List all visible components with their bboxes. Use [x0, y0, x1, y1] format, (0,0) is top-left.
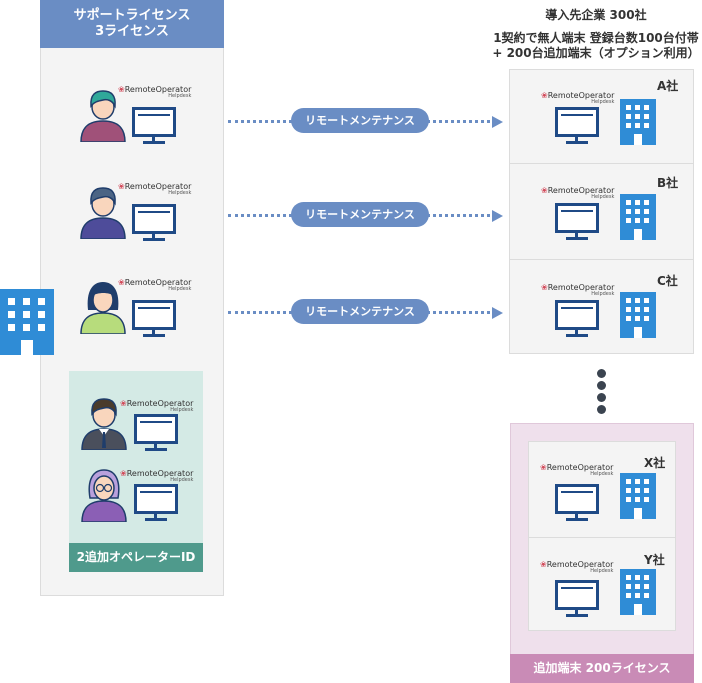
- client-building-icon: [620, 292, 656, 342]
- support-building-icon: [0, 289, 54, 359]
- monitor-icon: [134, 414, 178, 451]
- logo-swirl-icon: ❀: [540, 463, 547, 472]
- support-title: サポートライセンス: [73, 8, 191, 23]
- monitor-icon: [132, 107, 176, 144]
- client-building-icon: [620, 194, 656, 244]
- additional-operator-label: 2追加オペレーターID: [69, 543, 203, 572]
- logo-swirl-icon: ❀: [541, 186, 548, 195]
- arrow-right-icon: [492, 307, 503, 319]
- company-name-b: B社: [657, 176, 679, 190]
- support-count: 3ライセンス: [95, 24, 169, 39]
- logo-swirl-icon: ❀: [120, 469, 127, 478]
- operator-1: [80, 88, 126, 146]
- company-panel: [509, 69, 694, 354]
- ellipsis-dot-icon: [597, 369, 606, 378]
- client-building-icon: [620, 569, 656, 619]
- logo-swirl-icon: ❀: [118, 182, 125, 191]
- operator-4: [81, 396, 127, 454]
- company-divider: [529, 537, 675, 538]
- ellipsis-dot-icon: [597, 381, 606, 390]
- operator-2: [80, 185, 126, 243]
- company-divider: [510, 163, 693, 164]
- company-divider: [510, 259, 693, 260]
- operator-3: [80, 280, 126, 338]
- logo-swirl-icon: ❀: [541, 283, 548, 292]
- company-name-c: C社: [657, 274, 678, 288]
- operator-person-icon: [80, 282, 126, 335]
- arrow-right-icon: [492, 116, 503, 128]
- monitor-icon: [134, 484, 178, 521]
- monitor-icon: [132, 204, 176, 241]
- additional-terminals-label: 追加端末 200ライセンス: [510, 654, 694, 683]
- monitor-icon: [132, 300, 176, 337]
- remote-maintenance-label-a: リモートメンテナンス: [291, 108, 429, 133]
- clients-option-line: + 200台追加端末（オプション利用）: [492, 46, 700, 60]
- company-name-x: X社: [644, 456, 666, 470]
- monitor-icon: [555, 484, 599, 521]
- monitor-icon: [555, 107, 599, 144]
- remote-maintenance-label-b: リモートメンテナンス: [291, 202, 429, 227]
- company-name-a: A社: [657, 79, 679, 93]
- ellipsis-dot-icon: [597, 393, 606, 402]
- monitor-icon: [555, 580, 599, 617]
- logo-swirl-icon: ❀: [541, 91, 548, 100]
- arrow-right-icon: [492, 210, 503, 222]
- operator-person-icon: [81, 469, 127, 523]
- operator-5: [81, 468, 127, 526]
- operator-person-icon: [80, 187, 126, 240]
- logo-swirl-icon: ❀: [120, 399, 127, 408]
- support-header: サポートライセンス 3ライセンス: [40, 0, 224, 48]
- operator-person-icon: [81, 398, 127, 451]
- additional-operators-box: [69, 371, 203, 572]
- logo-swirl-icon: ❀: [540, 560, 547, 569]
- company-name-y: Y社: [644, 553, 665, 567]
- client-building-icon: [620, 99, 656, 149]
- client-building-icon: [620, 473, 656, 523]
- remote-maintenance-label-c: リモートメンテナンス: [291, 299, 429, 324]
- monitor-icon: [555, 300, 599, 337]
- clients-title: 導入先企業 300社: [545, 8, 647, 22]
- logo-swirl-icon: ❀: [118, 278, 125, 287]
- clients-contract-line: 1契約で無人端末 登録台数100台付帯: [493, 31, 699, 45]
- monitor-icon: [555, 203, 599, 240]
- logo-swirl-icon: ❀: [118, 85, 125, 94]
- operator-person-icon: [80, 90, 126, 143]
- ellipsis-dot-icon: [597, 405, 606, 414]
